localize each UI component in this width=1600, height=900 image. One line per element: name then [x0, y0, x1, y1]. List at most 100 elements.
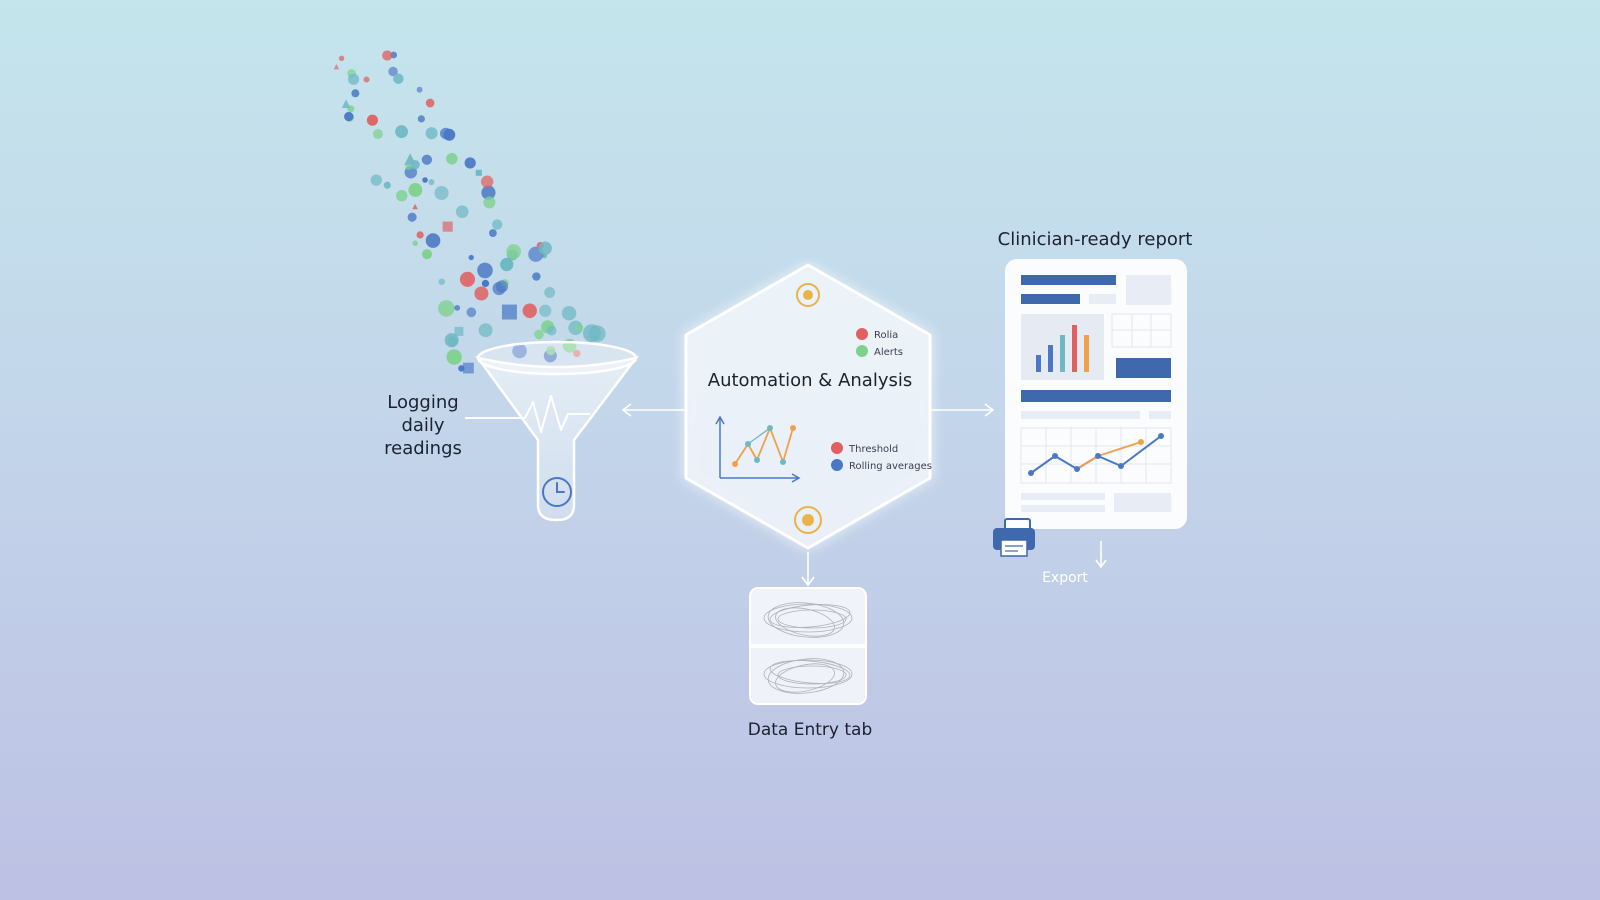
data-particle — [468, 254, 474, 261]
data-particle — [438, 278, 446, 285]
data-particles — [333, 50, 606, 374]
data-particle — [421, 154, 433, 165]
data-particle — [522, 303, 537, 318]
heartbeat-icon — [465, 395, 590, 433]
data-particle — [455, 205, 469, 219]
data-particle — [388, 66, 398, 77]
automation-title: Automation & Analysis — [707, 370, 913, 391]
legend-dot — [856, 328, 868, 340]
data-particle — [405, 163, 413, 170]
data-particle — [446, 152, 458, 165]
data-particle — [416, 86, 423, 93]
legend-dot — [831, 459, 843, 471]
data-particle — [446, 349, 462, 365]
data-particle — [463, 362, 474, 374]
data-particle — [466, 307, 477, 318]
data-particle — [417, 115, 425, 123]
data-particle — [546, 345, 556, 356]
data-particle — [416, 231, 424, 239]
data-particle — [412, 203, 418, 210]
export-label[interactable]: Export — [1042, 570, 1088, 586]
legend-label: Alerts — [874, 347, 904, 358]
data-particle — [489, 229, 497, 237]
target-icon — [796, 283, 820, 307]
data-particle — [363, 76, 370, 83]
data-particle — [438, 300, 455, 317]
logging-label-line: readings — [384, 438, 462, 459]
data-particle — [481, 185, 496, 200]
data-particle — [333, 63, 340, 70]
data-particle — [459, 271, 476, 287]
data-particle — [422, 177, 428, 183]
data-particle — [425, 127, 438, 140]
printer-icon[interactable] — [993, 518, 1035, 557]
data-particle — [500, 257, 514, 272]
data-particle — [539, 304, 552, 317]
data-entry-card[interactable] — [749, 587, 867, 705]
data-particle — [474, 286, 489, 301]
legend-label: Threshold — [849, 444, 899, 455]
data-entry-label[interactable]: Data Entry tab — [747, 720, 873, 740]
data-particle — [573, 349, 581, 358]
data-particle — [534, 329, 544, 340]
data-particle — [575, 323, 584, 332]
data-particle — [341, 99, 351, 108]
data-particle — [347, 73, 360, 85]
report-title: Clinician-ready report — [997, 229, 1193, 250]
data-particle — [395, 125, 409, 139]
legend-label: Rolia — [874, 330, 899, 341]
data-particle — [478, 323, 493, 338]
data-particle — [464, 157, 476, 169]
data-particle — [425, 233, 441, 248]
data-particle — [480, 175, 494, 188]
data-particle — [492, 219, 503, 230]
data-particle — [366, 114, 378, 126]
mini-line-chart — [715, 415, 801, 483]
data-particle — [582, 324, 601, 343]
data-particle — [483, 196, 496, 209]
automation-hexagon — [684, 263, 932, 550]
data-particle — [396, 190, 408, 202]
logging-label-line: daily — [401, 415, 445, 436]
data-particle — [512, 343, 527, 359]
data-particle — [532, 272, 541, 281]
data-particle — [410, 159, 420, 170]
data-particle — [454, 326, 464, 336]
data-particle — [477, 262, 493, 279]
data-particle — [407, 212, 417, 222]
data-particle — [383, 181, 391, 189]
data-particle — [506, 244, 522, 259]
data-particle — [370, 174, 382, 186]
connector-arrows — [621, 403, 995, 587]
data-particle — [434, 185, 449, 201]
data-particle — [382, 50, 393, 61]
data-particle — [372, 129, 383, 140]
data-particle — [443, 128, 456, 141]
logging-label: Logging daily readings — [360, 391, 486, 460]
data-particle — [561, 305, 577, 321]
legend-item-threshold: Threshold — [831, 442, 898, 455]
data-particle — [501, 304, 517, 320]
data-particle — [546, 325, 557, 336]
data-particle — [338, 55, 345, 62]
data-particle — [393, 73, 404, 84]
data-particle — [458, 365, 465, 372]
legend-dot — [831, 442, 843, 454]
data-particle — [344, 111, 354, 122]
data-particle — [408, 183, 423, 197]
clock-icon — [542, 477, 572, 507]
target-icon — [794, 506, 822, 534]
export-arrow-icon[interactable] — [1095, 541, 1107, 569]
legend-item-alerts: Alerts — [856, 345, 903, 358]
data-particle — [475, 169, 482, 176]
data-particle — [454, 304, 461, 311]
data-particle — [481, 279, 490, 288]
data-particle — [444, 333, 459, 348]
data-particle — [428, 179, 435, 186]
legend-label: Rolling averages — [849, 461, 932, 472]
legend-dot — [856, 345, 868, 357]
funnel — [465, 340, 640, 522]
data-particle — [412, 240, 419, 246]
logging-label-line: Logging — [387, 392, 459, 413]
